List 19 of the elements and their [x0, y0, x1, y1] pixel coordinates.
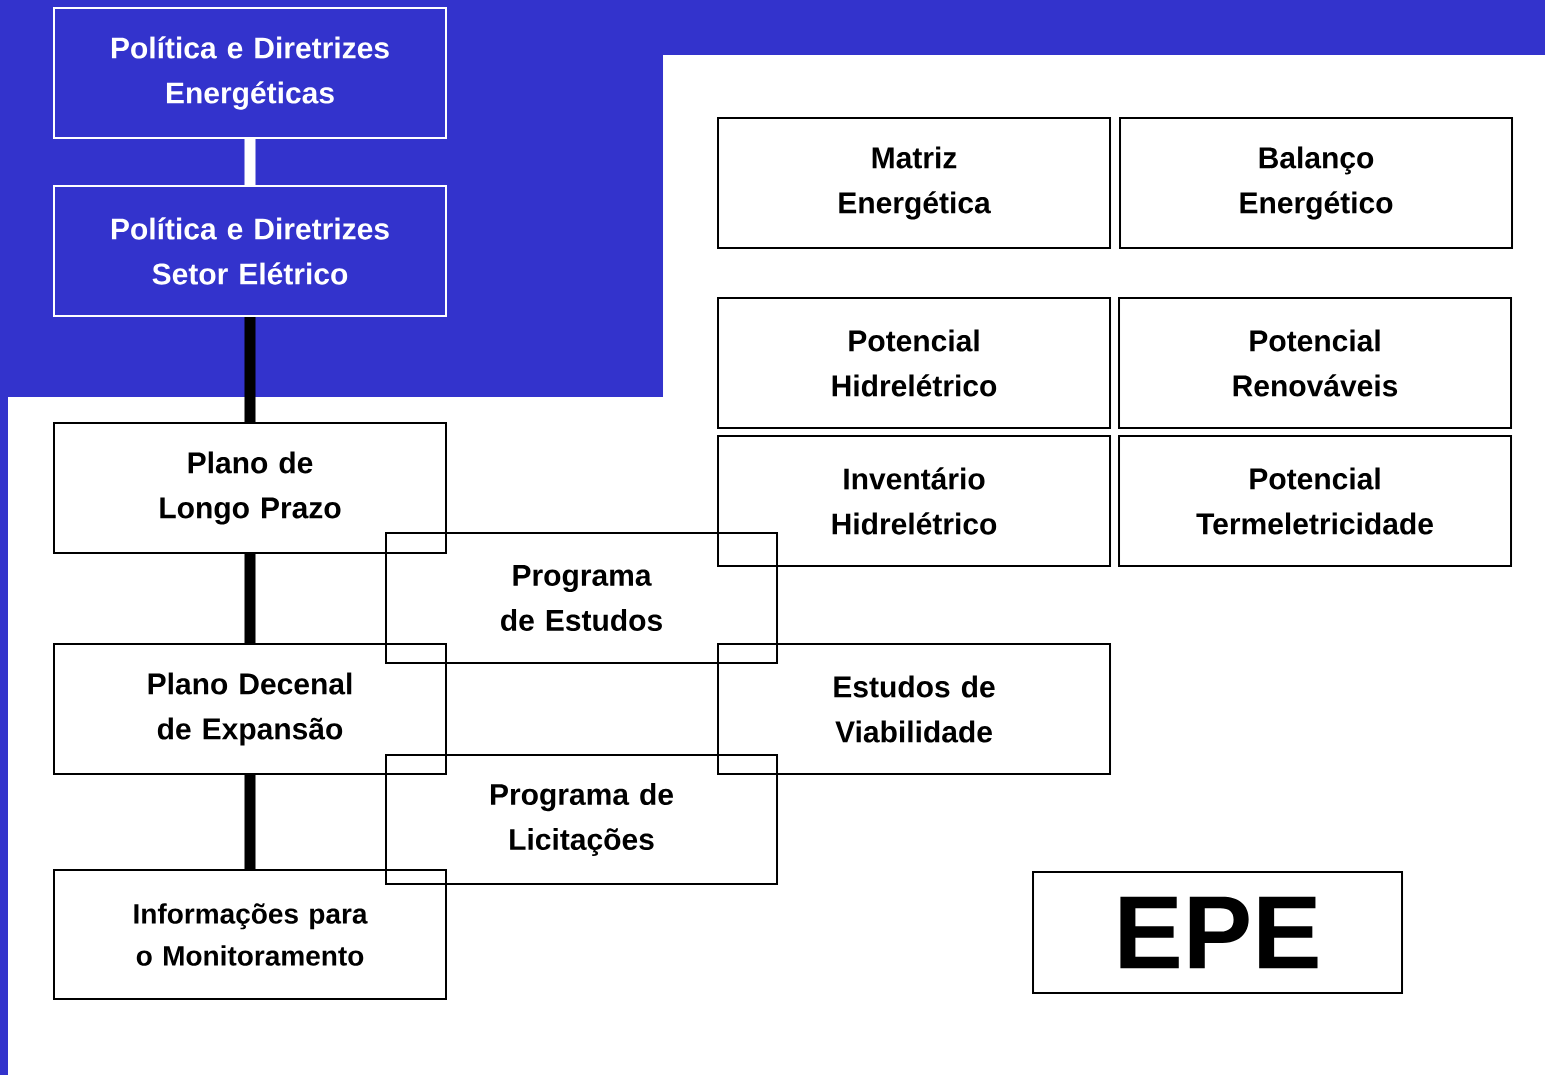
process-box: Matriz Energética: [717, 117, 1111, 249]
connector-line: [244, 775, 256, 869]
process-box: EPE: [1032, 871, 1404, 994]
process-box: Programa de Licitações: [385, 754, 778, 885]
process-box: Plano de Longo Prazo: [53, 422, 447, 554]
process-box: Informações para o Monitoramento: [53, 869, 447, 1000]
process-box: Inventário Hidrelétrico: [717, 435, 1111, 567]
process-box: Política e Diretrizes Energéticas: [53, 7, 447, 139]
process-box: Estudos de Viabilidade: [717, 643, 1111, 775]
process-box: Plano Decenal de Expansão: [53, 643, 447, 775]
process-box: Potencial Hidrelétrico: [717, 297, 1111, 429]
connector-line: [244, 317, 256, 422]
connector-line: [244, 139, 256, 185]
process-box: Política e Diretrizes Setor Elétrico: [53, 185, 447, 317]
process-box: Potencial Termeletricidade: [1118, 435, 1513, 567]
connector-line: [244, 554, 256, 643]
process-box: Potencial Renováveis: [1118, 297, 1513, 429]
process-box: Balanço Energético: [1119, 117, 1513, 249]
process-box: Programa de Estudos: [385, 532, 778, 664]
